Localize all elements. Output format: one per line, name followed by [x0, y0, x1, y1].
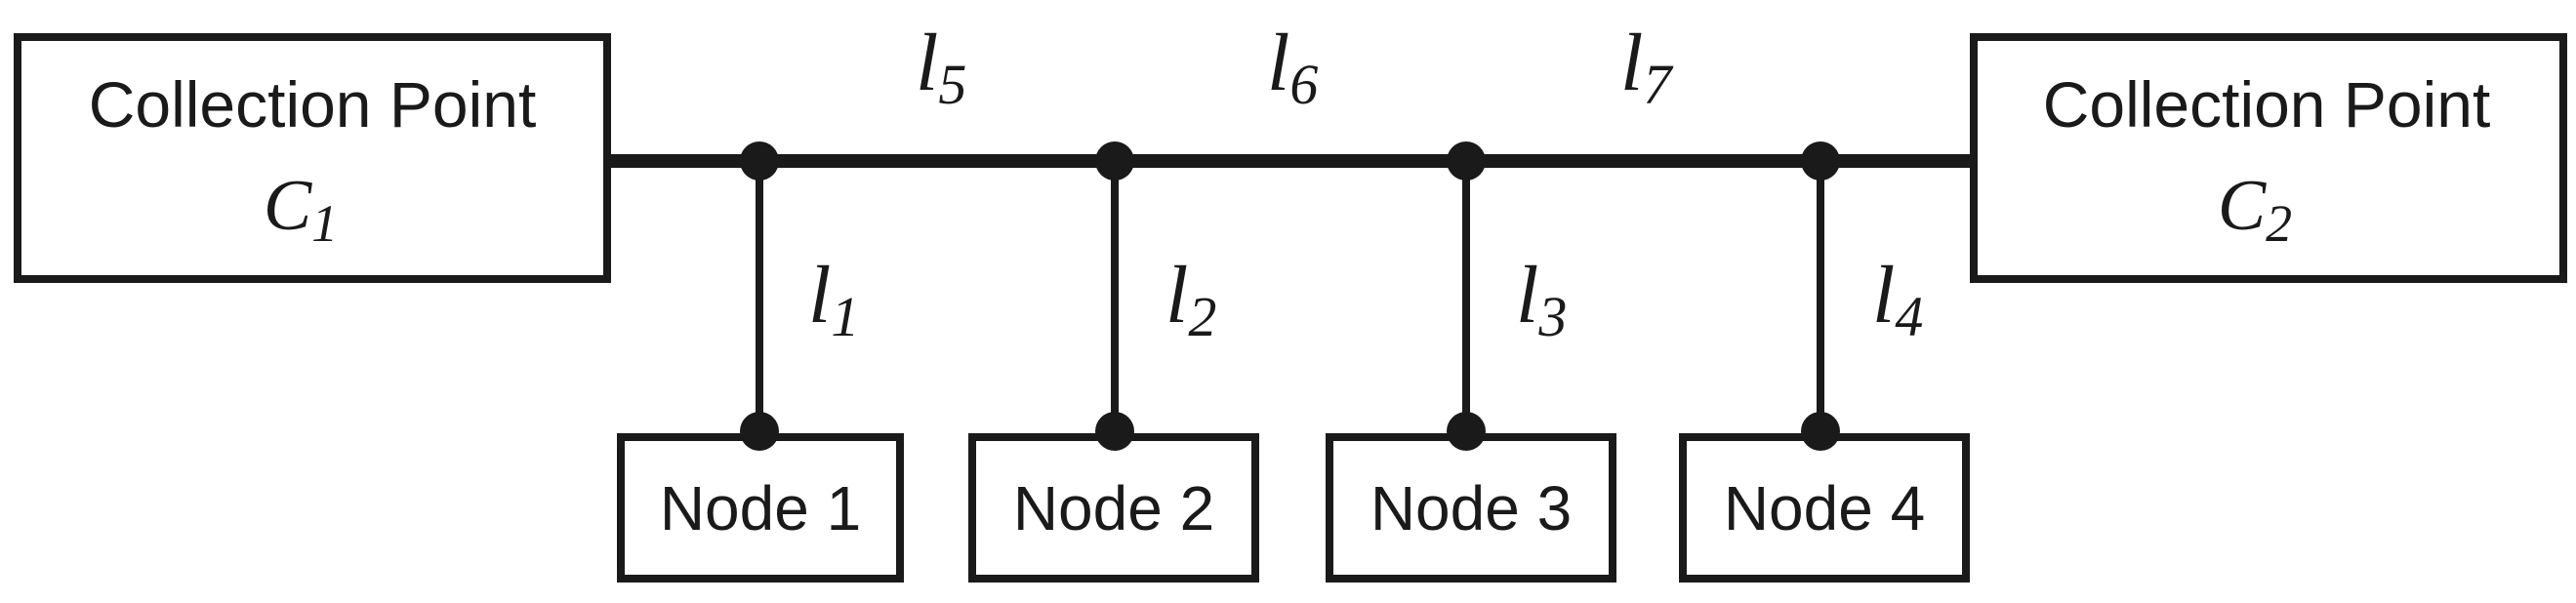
node-1: Node 1 [617, 433, 904, 583]
collection-point-c1: Collection Point C1 [14, 33, 611, 283]
collection-point-c1-label: Collection Point [89, 68, 537, 141]
node-3: Node 3 [1326, 433, 1616, 583]
link-label-l2: l2 [1165, 250, 1216, 348]
link-label-l1: l1 [808, 250, 859, 348]
node-2-label: Node 2 [1013, 473, 1214, 543]
collection-point-c2-symbol: C2 [2218, 166, 2292, 253]
junction-dot-trunk-2 [1095, 141, 1134, 181]
junction-dot-node-3 [1447, 412, 1486, 451]
link-label-l7: l7 [1620, 18, 1673, 116]
junction-dot-trunk-1 [740, 141, 779, 181]
collection-point-c2-label: Collection Point [2043, 68, 2491, 141]
node-4-label: Node 4 [1724, 473, 1925, 543]
junction-dot-trunk-4 [1801, 141, 1840, 181]
link-label-l3: l3 [1516, 250, 1567, 348]
collection-point-c2: Collection Point C2 [1970, 33, 2567, 283]
link-label-l4: l4 [1872, 250, 1923, 348]
node-3-label: Node 3 [1370, 473, 1572, 543]
collection-point-c1-symbol: C1 [264, 166, 338, 253]
link-label-l6: l6 [1267, 18, 1318, 116]
node-4: Node 4 [1679, 433, 1970, 583]
junction-dot-node-4 [1801, 412, 1840, 451]
node-1-label: Node 1 [660, 473, 861, 543]
junction-dot-node-1 [740, 412, 779, 451]
junction-dot-node-2 [1095, 412, 1134, 451]
junction-dot-trunk-3 [1447, 141, 1486, 181]
link-label-l5: l5 [916, 18, 966, 116]
node-2: Node 2 [968, 433, 1259, 583]
